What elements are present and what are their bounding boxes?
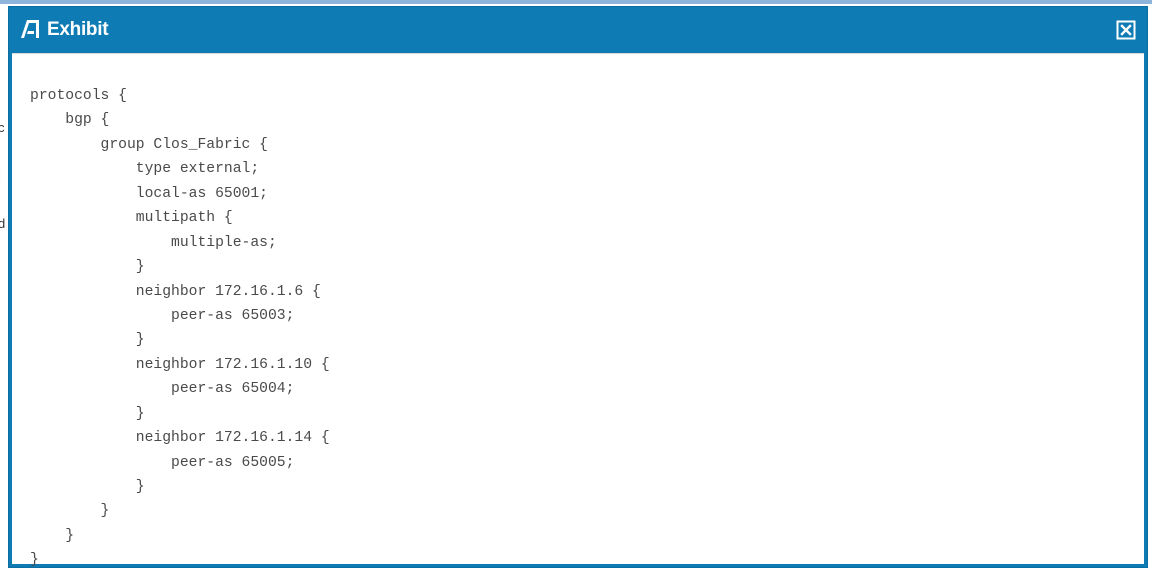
- config-code-block: protocols { bgp { group Clos_Fabric { ty…: [30, 84, 330, 570]
- exhibit-content: protocols { bgp { group Clos_Fabric { ty…: [12, 53, 1144, 568]
- code-line: peer-as 65005;: [30, 454, 295, 471]
- exhibit-logo-icon: [21, 20, 39, 38]
- code-line: neighbor 172.16.1.14 {: [30, 430, 330, 447]
- dialog-title: Exhibit: [47, 19, 109, 40]
- code-line: }: [30, 479, 145, 495]
- code-line: type external;: [30, 161, 260, 178]
- code-line: multiple-as;: [30, 234, 277, 251]
- code-line: protocols {: [30, 88, 127, 104]
- code-line: }: [30, 259, 145, 276]
- code-line: }: [30, 405, 145, 422]
- code-line: neighbor 172.16.1.6 {: [30, 283, 321, 300]
- background-fragment: d: [0, 216, 6, 231]
- background-fragment: i: [0, 168, 1, 183]
- dialog-titlebar[interactable]: Exhibit: [9, 7, 1147, 53]
- code-line: }: [30, 503, 110, 520]
- code-line: }: [30, 552, 39, 569]
- exhibit-dialog: Exhibit protocols { bgp { group Clos_Fab…: [8, 6, 1148, 568]
- background-window-strip: [0, 0, 1152, 4]
- code-line: local-as 65001;: [30, 185, 268, 202]
- code-line: }: [30, 332, 145, 349]
- code-line: group Clos_Fabric {: [30, 136, 268, 153]
- code-line: peer-as 65003;: [30, 307, 295, 324]
- code-line: peer-as 65004;: [30, 381, 295, 398]
- code-line: neighbor 172.16.1.10 {: [30, 356, 330, 373]
- code-line: bgp {: [30, 112, 110, 129]
- close-icon[interactable]: [1116, 20, 1136, 40]
- code-line: multipath {: [30, 210, 233, 227]
- code-line: }: [30, 527, 75, 544]
- background-fragment: c: [0, 120, 5, 135]
